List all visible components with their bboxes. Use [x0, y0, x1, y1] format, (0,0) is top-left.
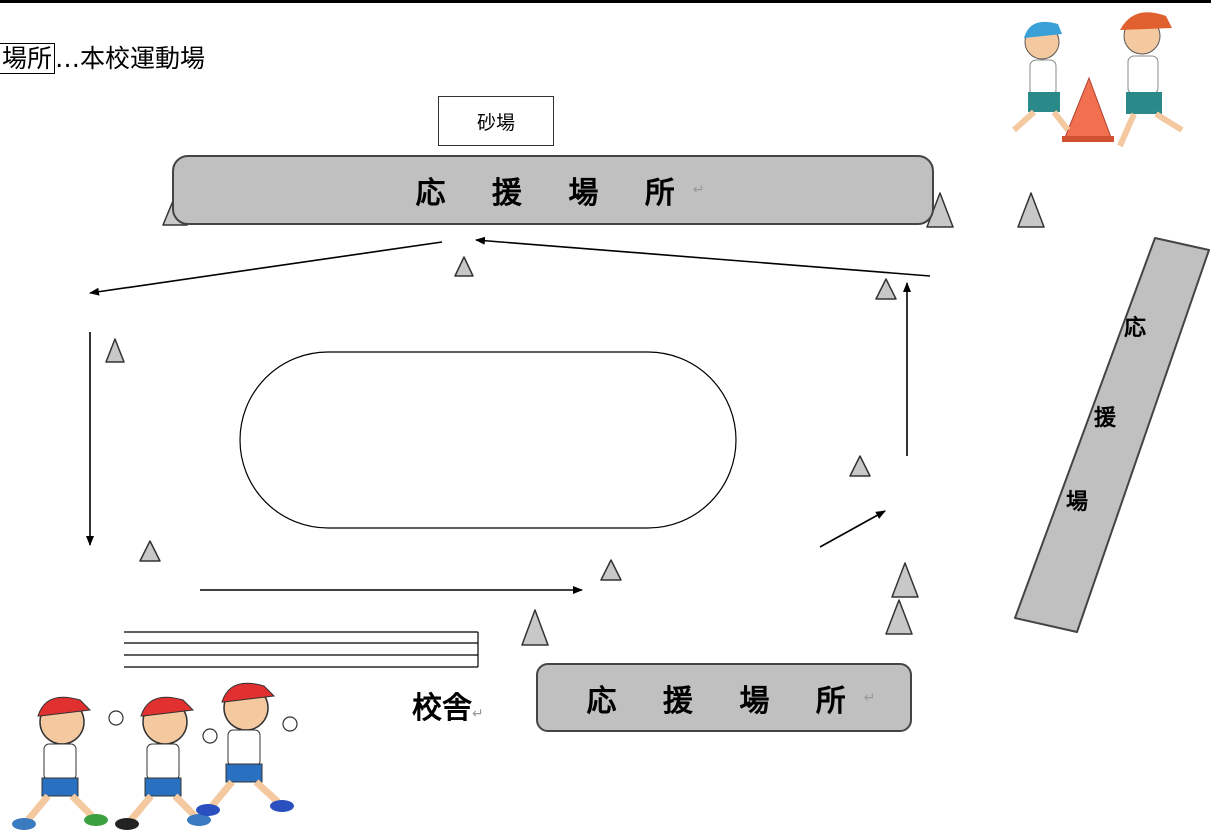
cone-marker: [891, 562, 919, 598]
cone-marker: [139, 540, 161, 562]
return-mark: ↵: [692, 182, 705, 198]
cone-marker: [600, 559, 622, 581]
cone-marker: [1017, 192, 1045, 228]
school-building-lines: [124, 631, 479, 668]
heading-text: …本校運動場: [55, 44, 206, 73]
sandpit-box: 砂場: [438, 96, 554, 146]
cone-marker: [875, 278, 897, 300]
return-mark: ↵: [472, 706, 484, 722]
cone-marker: [105, 338, 125, 363]
course-arrow: [819, 510, 886, 548]
support-area-side: [1014, 237, 1210, 633]
heading-boxed-text: 場所: [0, 43, 56, 74]
support-area-bottom-label: 応 援 場 所: [586, 683, 864, 719]
page-heading: 場所…本校運動場: [0, 42, 205, 76]
course-arrow: [89, 241, 443, 296]
course-arrow: [475, 236, 931, 277]
children-running-clipart: [1011, 12, 1184, 148]
cone-marker: [885, 599, 913, 635]
sandpit-label: 砂場: [476, 111, 515, 134]
cone-marker: [454, 256, 474, 277]
school-building-label-wrap: 校舎↵: [412, 683, 484, 727]
relay-runners-clipart: [12, 682, 298, 830]
support-area-top-label: 応 援 場 所: [415, 176, 693, 211]
cone-marker: [521, 609, 549, 646]
support-area-bottom: 応 援 場 所↵: [536, 663, 912, 732]
oval-track: [239, 351, 737, 529]
school-building-label: 校舎: [412, 691, 472, 726]
top-rule: [0, 0, 1211, 3]
return-mark: ↵: [863, 689, 876, 706]
support-area-top: 応 援 場 所↵: [172, 155, 934, 225]
cone-marker: [849, 455, 871, 477]
